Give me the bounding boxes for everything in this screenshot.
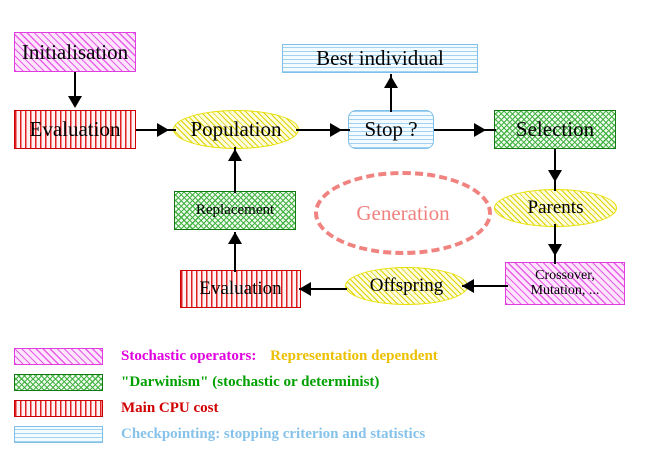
legend-swatch-checkpointing bbox=[14, 426, 103, 443]
edge-parents-to-variation-arrow bbox=[548, 244, 562, 256]
edge-init-to-eval-arrow bbox=[68, 96, 82, 108]
edge-replacement-to-population bbox=[234, 147, 236, 193]
node-selection[interactable]: Selection bbox=[494, 110, 616, 149]
node-evaluation-bottom[interactable]: Evaluation bbox=[180, 270, 301, 308]
legend-text-darwinism-a: "Darwinism" (stochastic or determinist) bbox=[121, 374, 380, 390]
node-selection-label: Selection bbox=[515, 117, 595, 142]
legend-row-darwinism: "Darwinism" (stochastic or determinist) bbox=[14, 374, 379, 391]
node-replacement[interactable]: Replacement bbox=[174, 191, 296, 230]
edge-eval-to-replacement bbox=[234, 232, 236, 272]
edge-init-to-eval bbox=[74, 72, 76, 100]
edge-variation-to-offspring-arrow bbox=[462, 279, 474, 293]
edge-variation-to-offspring bbox=[462, 285, 508, 287]
node-offspring[interactable]: Offspring bbox=[345, 267, 468, 305]
node-population-label: Population bbox=[190, 117, 282, 142]
legend-text-checkpointing: Checkpointing: stopping criterion and st… bbox=[121, 426, 425, 443]
edge-selection-to-parents-arrow bbox=[548, 170, 562, 182]
legend-row-stochastic: Stochastic operators: Representation dep… bbox=[14, 348, 438, 365]
legend-row-cpu: Main CPU cost bbox=[14, 400, 219, 417]
node-generation-label: Generation bbox=[356, 200, 450, 225]
node-evaluation-top-label: Evaluation bbox=[29, 117, 121, 142]
edge-eval-to-population-arrow bbox=[157, 123, 169, 137]
node-replacement-label: Replacement bbox=[195, 201, 275, 218]
legend-text-stochastic-b: Representation dependent bbox=[270, 348, 438, 364]
node-variation-line1: Crossover, bbox=[535, 267, 595, 283]
legend-text-stochastic: Stochastic operators: Representation dep… bbox=[121, 348, 438, 365]
edge-stop-to-best bbox=[390, 74, 392, 112]
edge-population-to-stop-arrow bbox=[330, 123, 342, 137]
node-initialisation-label: Initialisation bbox=[21, 39, 129, 64]
node-variation-operators[interactable]: Crossover, Mutation, ... bbox=[505, 262, 625, 305]
legend-swatch-cpu bbox=[14, 400, 103, 417]
legend-swatch-darwinism bbox=[14, 374, 103, 391]
legend-text-darwinism: "Darwinism" (stochastic or determinist) bbox=[121, 374, 379, 391]
edge-population-to-stop bbox=[296, 129, 350, 131]
edge-stop-to-selection bbox=[434, 129, 496, 131]
edge-replacement-to-population-arrow bbox=[228, 149, 242, 161]
node-evaluation-top[interactable]: Evaluation bbox=[14, 110, 136, 149]
legend-text-checkpointing-a: Checkpointing: stopping criterion and st… bbox=[121, 426, 426, 442]
legend-text-cpu-a: Main CPU cost bbox=[121, 400, 219, 416]
edge-offspring-to-eval bbox=[299, 288, 347, 290]
node-variation-line2: Mutation, ... bbox=[530, 282, 600, 298]
node-generation-boundary: Generation bbox=[314, 171, 492, 255]
legend-text-cpu: Main CPU cost bbox=[121, 400, 219, 417]
edge-stop-to-best-arrow bbox=[384, 76, 398, 88]
node-best-individual-label: Best individual bbox=[316, 46, 444, 71]
edge-stop-to-selection-arrow bbox=[474, 123, 486, 137]
legend-row-checkpointing: Checkpointing: stopping criterion and st… bbox=[14, 426, 425, 443]
node-population[interactable]: Population bbox=[173, 110, 299, 149]
legend-swatch-stochastic bbox=[14, 348, 103, 365]
legend-text-stochastic-a: Stochastic operators: bbox=[121, 348, 257, 364]
node-parents[interactable]: Parents bbox=[494, 189, 617, 227]
node-offspring-label: Offspring bbox=[369, 275, 444, 297]
edge-eval-to-replacement-arrow bbox=[228, 232, 242, 244]
node-best-individual[interactable]: Best individual bbox=[282, 44, 478, 73]
node-evaluation-bottom-label: Evaluation bbox=[199, 278, 282, 300]
edge-offspring-to-eval-arrow bbox=[299, 282, 311, 296]
edge-eval-to-population bbox=[136, 129, 176, 131]
node-parents-label: Parents bbox=[527, 197, 584, 219]
node-stop-label: Stop ? bbox=[364, 117, 418, 142]
node-stop[interactable]: Stop ? bbox=[348, 110, 434, 149]
node-initialisation[interactable]: Initialisation bbox=[14, 32, 136, 72]
